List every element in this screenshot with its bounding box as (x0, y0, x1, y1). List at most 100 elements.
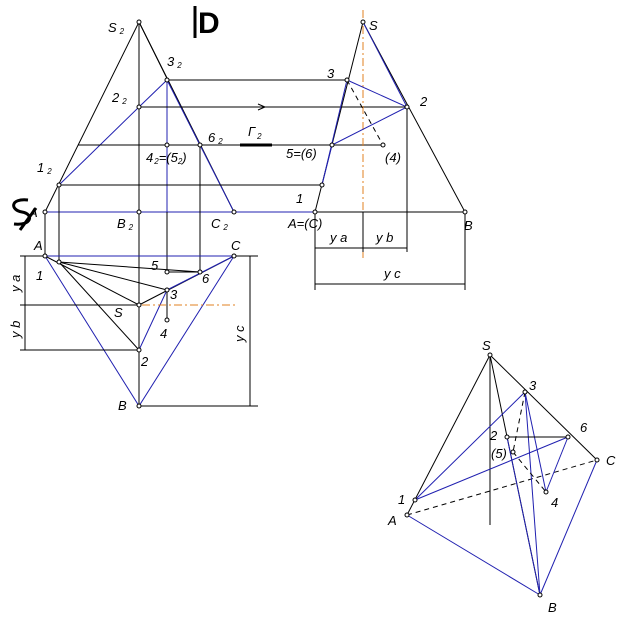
point-top-S (136, 302, 142, 308)
axon-edge-SA (406, 354, 491, 516)
top-1-3 (58, 261, 168, 291)
top-1-6 (58, 261, 201, 273)
label-top-1: 1 (36, 268, 43, 283)
axon-base-AC-hidden (406, 459, 598, 516)
axon-base-BC (539, 459, 598, 596)
point-side-4 (380, 142, 386, 148)
label-side-B: B (464, 218, 473, 233)
point-top-6 (197, 269, 203, 275)
side-pyramid-outline (314, 20, 466, 213)
point-side-B (462, 209, 468, 215)
label-top-4: 4 (160, 326, 167, 341)
point-axon-6 (565, 434, 571, 440)
point-side-2 (404, 104, 410, 110)
point-axon-4 (543, 489, 549, 495)
label-side-S: S (369, 18, 378, 33)
point-front-4 (164, 142, 170, 148)
top-section-2-3 (138, 289, 168, 351)
point-front-1 (56, 182, 62, 188)
label-side-yc: y c (383, 266, 401, 281)
label-side-2: 2 (419, 94, 428, 109)
label-axon-C: C (606, 453, 616, 468)
axon-section-3-4 (524, 391, 547, 493)
top-view (20, 255, 258, 407)
point-top-A (42, 253, 48, 259)
label-axon-5: (5) (491, 446, 507, 461)
axon-section-2-B (506, 436, 541, 596)
point-axon-A (404, 512, 410, 518)
point-front-A (42, 209, 48, 215)
point-side-1 (319, 182, 325, 188)
point-axon-1 (412, 497, 418, 503)
projection-arrow-head (257, 103, 267, 111)
label-top-S: S (114, 305, 123, 320)
label-top-3: 3 (170, 287, 178, 302)
label-side-yb: y b (375, 230, 393, 245)
point-front-C (231, 209, 237, 215)
point-axon-2 (504, 434, 510, 440)
point-axon-5 (510, 449, 516, 455)
point-front-2 (136, 104, 142, 110)
label-side-3: 3 (327, 66, 335, 81)
point-side-A (312, 209, 318, 215)
label-axon-6: 6 (580, 420, 588, 435)
point-front-3 (164, 77, 170, 83)
axon-section-6-4 (545, 436, 569, 493)
point-axon-C (594, 457, 600, 463)
side-section-outline (321, 79, 409, 186)
label-top-A: A (33, 238, 43, 253)
point-axon-B (537, 592, 543, 598)
front-section-outline (58, 79, 235, 213)
point-front-B (136, 209, 142, 215)
point-axon-S (487, 352, 493, 358)
point-top-C (231, 253, 237, 259)
label-axon-A: A (387, 513, 397, 528)
label-axon-2: 2 (489, 428, 498, 443)
point-axon-3 (522, 389, 528, 395)
label-top-C: C (231, 238, 241, 253)
s-curve-symbol (12, 198, 38, 231)
label-top-ya: y a (8, 275, 23, 293)
label-top-yc: y c (232, 325, 247, 343)
axon-edge-SC (489, 354, 598, 461)
point-side-3 (344, 77, 350, 83)
label-side-4: (4) (385, 150, 401, 165)
label-front-4-5: 42=(52) (146, 150, 187, 166)
axon-section-1-3 (414, 391, 526, 501)
label-front-A: A (28, 205, 38, 220)
point-top-B (136, 403, 142, 409)
point-top-1 (56, 259, 62, 265)
points (42, 19, 600, 598)
label-axon-3: 3 (529, 378, 537, 393)
label-side-A-C: A=(C) (287, 216, 322, 231)
label-top-yb: y b (8, 321, 23, 339)
label-axon-1: 1 (398, 492, 405, 507)
label-top-5: 5 (151, 258, 159, 273)
axon-base-AB (406, 514, 541, 596)
point-top-2 (136, 347, 142, 353)
label-top-B: B (118, 398, 127, 413)
axon-section-1-6 (414, 436, 569, 501)
label-axon-S: S (482, 338, 491, 353)
label-axon-4: 4 (551, 495, 558, 510)
point-front-6 (197, 142, 203, 148)
top-1-2 (58, 261, 140, 351)
point-top-5 (164, 269, 170, 275)
axon-section-3-B (524, 391, 541, 596)
side-section-2-4 (362, 21, 408, 108)
point-front-S (136, 19, 142, 25)
axonometric-view (406, 354, 598, 596)
label-side-ya: y a (329, 230, 347, 245)
axon-hidden-3-5 (512, 391, 526, 453)
point-top-3 (164, 287, 170, 293)
label-side-5-6: 5=(6) (286, 146, 317, 161)
